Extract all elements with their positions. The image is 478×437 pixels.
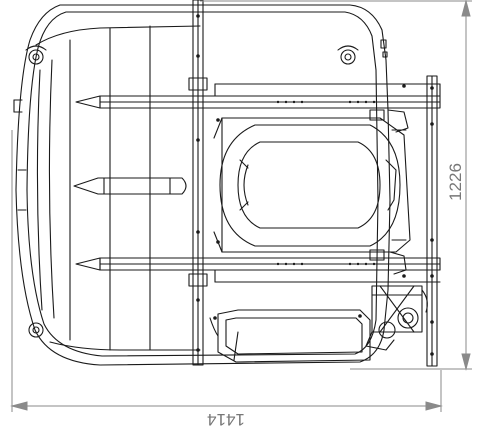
corner-bolt-bottom-left xyxy=(28,322,44,338)
width-dimension-label: 1414 xyxy=(207,410,245,429)
manhole-assembly xyxy=(213,109,411,261)
tank-body xyxy=(13,4,391,366)
height-dimension-label: 1226 xyxy=(446,163,465,201)
side-connectors xyxy=(380,39,409,275)
frame-post-left xyxy=(188,0,208,366)
corner-bolt-top-right xyxy=(337,45,359,65)
frame-bar-top xyxy=(75,83,441,109)
corner-bolt-top-left xyxy=(25,45,47,65)
height-dimension xyxy=(200,0,472,371)
auxiliary-tank xyxy=(209,309,371,363)
bolt-holes xyxy=(196,14,434,356)
pump-valve-assembly xyxy=(365,285,428,351)
width-dimension xyxy=(10,130,443,412)
lifting-lug-middle xyxy=(73,177,187,195)
frame-bar-bottom xyxy=(75,257,441,283)
